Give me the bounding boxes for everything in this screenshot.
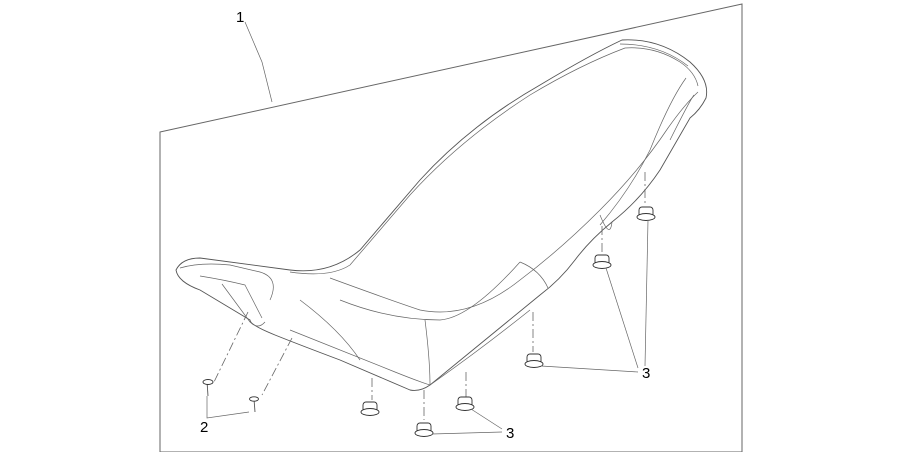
rubber-buffer	[524, 353, 544, 368]
leader-line-3	[605, 267, 639, 369]
callout-3-bottom: 3	[506, 425, 514, 442]
rubber-buffer	[360, 401, 380, 416]
mount-line	[213, 311, 249, 383]
leader-line-2	[206, 396, 250, 419]
rubber-buffer	[592, 254, 612, 269]
assembly-frame	[159, 3, 743, 452]
rubber-buffer	[455, 396, 475, 411]
seat	[175, 39, 708, 391]
leader-line-3	[431, 431, 503, 435]
screw	[249, 396, 259, 413]
callout-3-right: 3	[642, 365, 650, 382]
rubber-buffer	[414, 422, 434, 437]
leader-line-3	[540, 365, 639, 373]
callout-2: 2	[200, 419, 208, 436]
screw	[202, 379, 214, 397]
callout-1: 1	[236, 9, 244, 26]
mount-line	[261, 337, 293, 396]
leader-line-3	[644, 219, 649, 367]
leader-line-1	[244, 21, 273, 103]
leader-line-3	[470, 408, 503, 430]
rubber-buffer	[636, 206, 656, 221]
